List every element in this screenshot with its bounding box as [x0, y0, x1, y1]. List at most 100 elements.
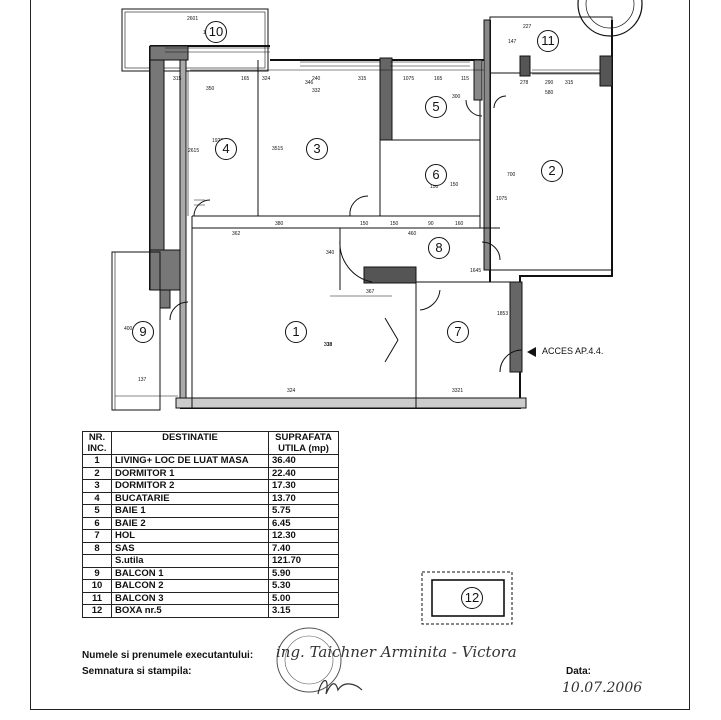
dim-label: 278: [520, 80, 529, 86]
legend-cell-nr: 3: [82, 479, 112, 493]
legend-cell-nr: 11: [82, 591, 112, 605]
legend-cell-area: 5.75: [268, 504, 339, 518]
dim-label: 3515: [272, 146, 283, 152]
storage-box-outline: [421, 571, 513, 625]
dim-label: 290: [545, 80, 554, 86]
dim-label: 350: [206, 86, 215, 92]
dim-label: 315: [565, 80, 574, 86]
legend-cell-destination: BALCON 2: [111, 579, 269, 593]
date-label: Data:: [566, 666, 592, 677]
balcony-9-outline: [111, 251, 161, 411]
legend-cell-destination: HOL: [111, 529, 269, 543]
room-number-11: 11: [537, 30, 559, 52]
legend-cell-nr: 6: [82, 516, 112, 530]
legend-cell-destination: SAS: [111, 541, 269, 555]
legend-cell-nr: 2: [82, 466, 112, 480]
legend-cell-nr: 8: [82, 541, 112, 555]
dim-label: 147: [508, 39, 517, 45]
room-number-2: 2: [541, 160, 563, 182]
dim-label: 165: [241, 76, 250, 82]
seal-stamp-top: [577, 0, 643, 37]
legend-cell-area: 3.15: [268, 604, 339, 618]
header-area: SUPRAFATA UTILA (mp): [268, 431, 339, 455]
dim-label: 400: [124, 326, 133, 332]
legend-cell-area: 5.90: [268, 566, 339, 580]
dim-label: 160: [455, 221, 464, 227]
legend-cell-destination: BAIE 1: [111, 504, 269, 518]
dim-label: 165: [434, 76, 443, 82]
legend-cell-area: 22.40: [268, 466, 339, 480]
dim-label: 1645: [470, 268, 481, 274]
room-number-5: 5: [425, 96, 447, 118]
dim-label: 324: [262, 76, 271, 82]
dim-label: 115: [461, 76, 469, 82]
dim-label: 700: [507, 172, 516, 178]
area-legend-table: NR. INC. DESTINATIE SUPRAFATA UTILA (mp)…: [82, 431, 339, 618]
legend-cell-destination: DORMITOR 2: [111, 479, 269, 493]
dim-label: 150: [360, 221, 369, 227]
dim-label: 324: [287, 388, 296, 394]
dim-label: 367: [366, 289, 375, 295]
dim-label: 1075: [496, 196, 507, 202]
room-number-10: 10: [205, 21, 227, 43]
wall-block: [149, 45, 189, 61]
legend-cell-area: 7.40: [268, 541, 339, 555]
legend-cell-area: 5.30: [268, 579, 339, 593]
dim-label: 300: [452, 94, 461, 100]
legend-cell-destination: BUCATARIE: [111, 491, 269, 505]
dim-label: 3321: [452, 388, 463, 394]
room-number-8: 8: [428, 237, 450, 259]
dim-label: 380: [275, 221, 284, 227]
access-marker: ACCES AP.4.4.: [527, 346, 603, 357]
room-number-1: 1: [285, 321, 307, 343]
legend-cell-nr: [82, 554, 112, 568]
drawing-frame: [30, 0, 690, 710]
legend-cell-nr: 1: [82, 454, 112, 468]
dim-label: 318: [324, 342, 333, 348]
dim-label: 2615: [188, 148, 199, 154]
legend-cell-nr: 9: [82, 566, 112, 580]
legend-cell-area: 17.30: [268, 479, 339, 493]
dim-label: 340: [326, 250, 335, 256]
legend-cell-destination: DORMITOR 1: [111, 466, 269, 480]
balcony-10-outline: [121, 8, 269, 72]
legend-cell-destination: BAIE 2: [111, 516, 269, 530]
arrow-left-icon: [527, 346, 536, 357]
dim-label: 227: [523, 24, 532, 30]
legend-header-row: NR. INC. DESTINATIE SUPRAFATA UTILA (mp): [82, 431, 339, 455]
executor-label: Numele si prenumele executantului:: [82, 650, 254, 661]
dim-label: 1853: [497, 311, 508, 317]
signature-label: Semnatura si stampila:: [82, 666, 192, 677]
dim-label: 150: [390, 221, 399, 227]
seal-stamp-bottom: [276, 627, 342, 693]
legend-cell-destination: BALCON 1: [111, 566, 269, 580]
header-destination: DESTINATIE: [111, 431, 269, 455]
dim-label: 150: [430, 184, 439, 190]
legend-cell-destination: BOXA nr.5: [111, 604, 269, 618]
dim-label: 137: [138, 377, 147, 383]
legend-cell-nr: 12: [82, 604, 112, 618]
room-number-4: 4: [215, 138, 237, 160]
legend-cell-area: 6.45: [268, 516, 339, 530]
dim-label: 2601: [187, 16, 198, 22]
dim-label: 240: [312, 76, 321, 82]
header-nr: NR. INC.: [82, 431, 112, 455]
dim-label: 580: [545, 90, 554, 96]
legend-cell-nr: 10: [82, 579, 112, 593]
legend-cell-area: 5.00: [268, 591, 339, 605]
room-number-6: 6: [425, 164, 447, 186]
legend-cell-area: 13.70: [268, 491, 339, 505]
legend-cell-area: 12.30: [268, 529, 339, 543]
